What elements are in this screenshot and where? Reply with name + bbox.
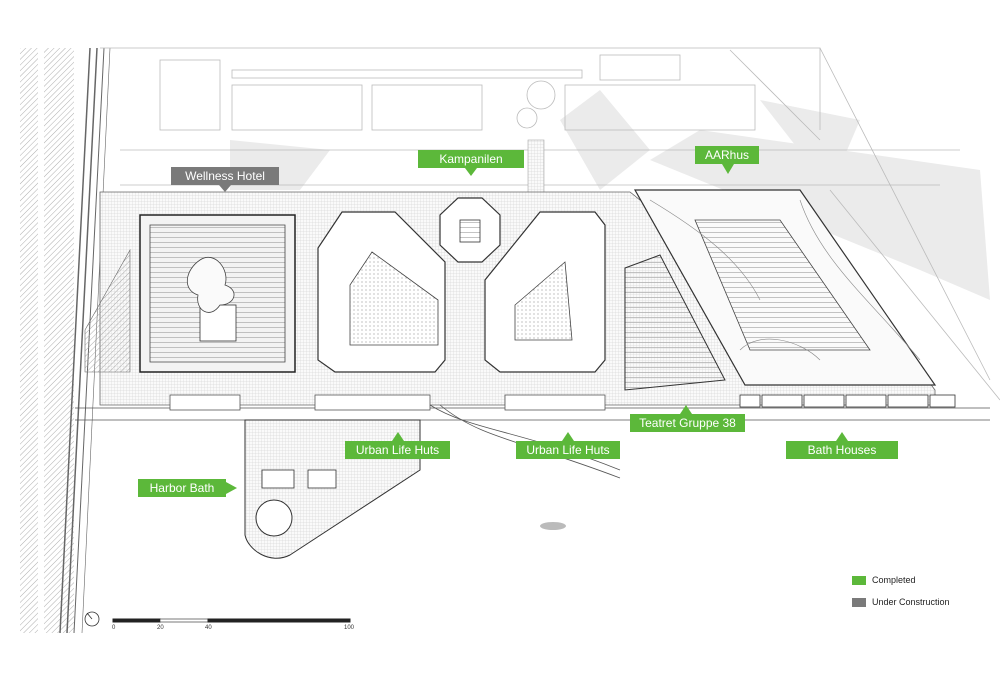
scale-tick-0: 0	[112, 625, 116, 631]
scale-tick-40: 40	[205, 625, 212, 631]
compass-icon	[84, 611, 100, 627]
label-kampanilen: Kampanilen	[418, 150, 524, 168]
pointer-urban-life-huts-2	[562, 432, 574, 441]
label-bath-houses: Bath Houses	[786, 441, 898, 459]
waterfront-promenade	[75, 394, 990, 479]
scale-tick-100: 100	[344, 625, 355, 631]
pointer-bath-houses	[836, 432, 848, 441]
scale-bar	[112, 618, 351, 623]
label-teatret-gruppe-38: Teatret Gruppe 38	[630, 414, 745, 432]
pointer-wellness-hotel	[219, 185, 231, 192]
legend-under-construction: Under Construction	[852, 597, 950, 607]
pointer-aarhus	[722, 164, 734, 174]
floating-object	[540, 522, 566, 530]
pointer-urban-life-huts-1	[392, 432, 404, 441]
aarhus-block	[633, 189, 937, 386]
label-urban-life-huts-1: Urban Life Huts	[345, 441, 450, 459]
wellness-hotel-block	[84, 214, 296, 373]
courtyard-building-west	[317, 211, 446, 373]
legend-swatch-completed	[852, 575, 866, 585]
bath-houses-strip	[739, 394, 956, 408]
pointer-harbor-bath	[226, 482, 237, 494]
label-wellness-hotel: Wellness Hotel	[171, 167, 279, 185]
legend-label-under-construction: Under Construction	[872, 597, 950, 607]
label-harbor-bath: Harbor Bath	[138, 479, 226, 497]
label-aarhus: AARhus	[695, 146, 759, 164]
scale-tick-20: 20	[157, 625, 164, 631]
courtyard-building-east	[484, 211, 606, 373]
legend-swatch-under-construction	[852, 597, 866, 607]
kampanilen-tower	[439, 197, 501, 263]
legend-completed: Completed	[852, 575, 916, 585]
central-path	[527, 139, 545, 201]
teatret-block	[624, 254, 726, 391]
legend-label-completed: Completed	[872, 575, 916, 585]
pointer-teatret-gruppe-38	[680, 405, 692, 414]
pointer-kampanilen	[465, 168, 477, 176]
label-urban-life-huts-2: Urban Life Huts	[516, 441, 620, 459]
